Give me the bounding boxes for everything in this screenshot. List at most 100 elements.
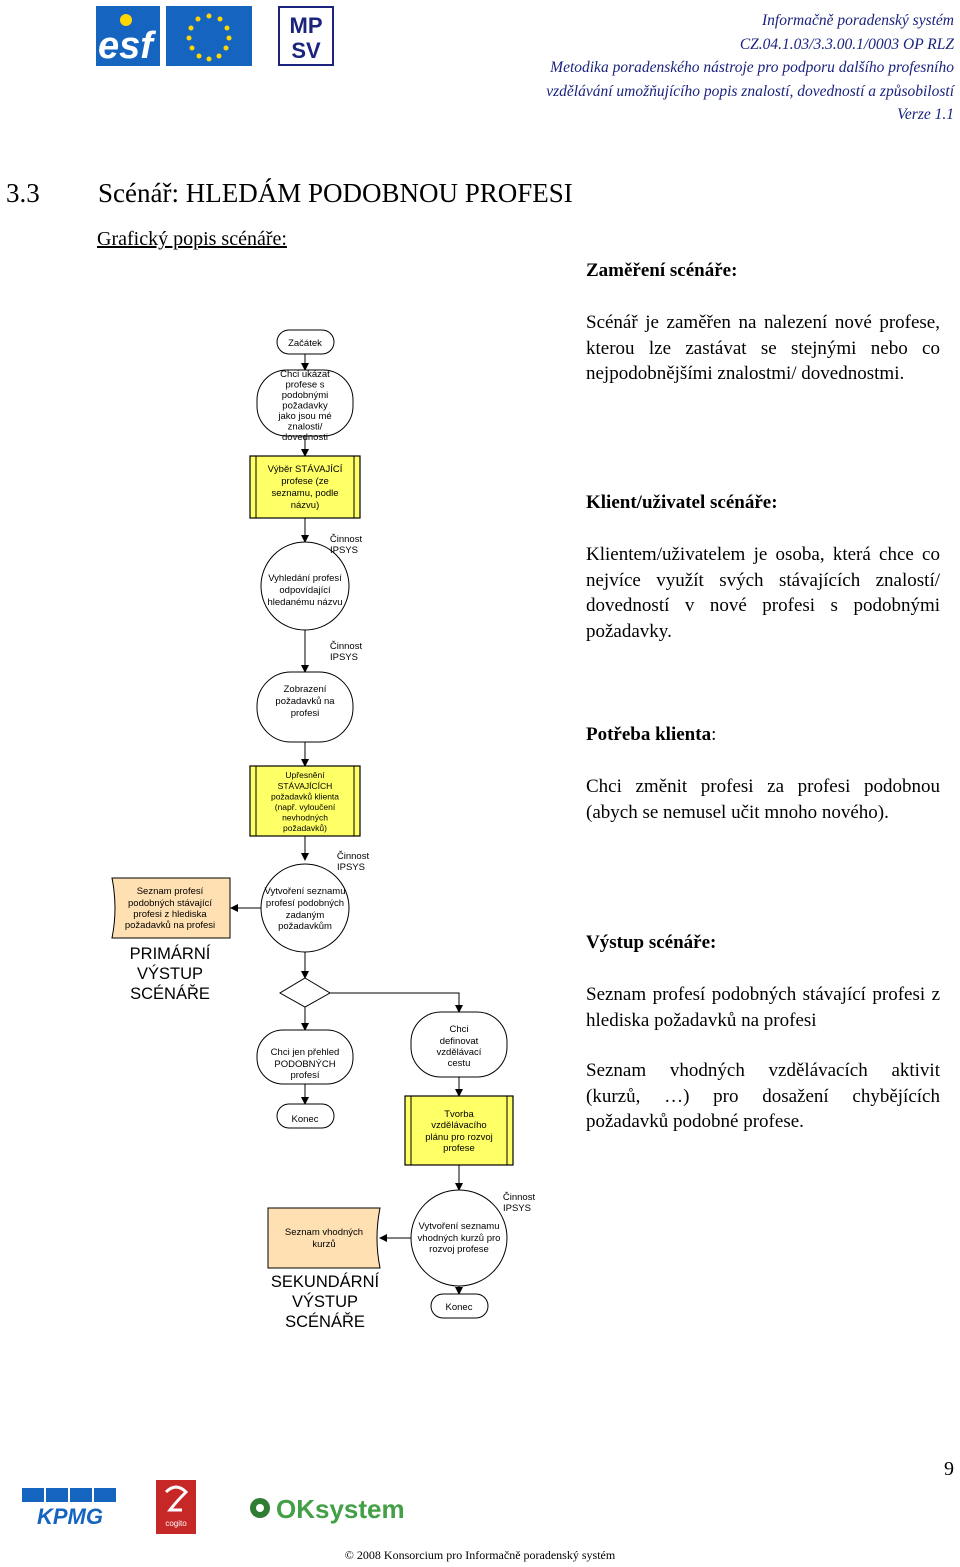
refine-line: požadavků klienta — [271, 792, 339, 802]
create-list-line: Vytvoření seznamu — [265, 886, 346, 897]
esf-logo: esf — [96, 6, 254, 67]
create-list-line: požadavkům — [278, 921, 332, 932]
primary-output-line: VÝSTUP — [136, 965, 204, 983]
plan-line: profese — [443, 1143, 475, 1154]
end-label-1: Konec — [292, 1114, 319, 1125]
need-text: Chci změnit profesi za profesi podobnou … — [586, 776, 940, 823]
header-line-4: vzdělávání umožňujícího popis znalostí, … — [546, 82, 954, 100]
need-title: Potřeba klienta — [586, 724, 712, 745]
display-line: Zobrazení — [284, 684, 327, 695]
list-doc-line: požadavků na profesi — [125, 920, 215, 931]
course-list-document — [267, 1207, 381, 1269]
primary-output-line: PRIMÁRNÍ — [129, 945, 211, 963]
refine-box — [249, 765, 361, 837]
refine-line: nevhodných — [282, 813, 328, 823]
select-line: názvu) — [291, 500, 320, 511]
footer-copyright: © 2008 Konsorcium pro Informačně poraden… — [344, 1548, 616, 1562]
header-line-2: CZ.04.1.03/3.3.00.1/0003 OP RLZ — [739, 35, 954, 53]
graphic-description-heading: Grafický popis scénáře: — [97, 228, 287, 250]
page-number: 9 — [944, 1458, 954, 1480]
header-block: Informačně poradenský systém CZ.04.1.03/… — [546, 9, 954, 127]
secondary-output-label: SEKUNDÁRNÍ VÝSTUP SCÉNÁŘE — [260, 1272, 390, 1332]
output-title: Výstup scénáře: — [586, 932, 717, 953]
activity-label-2: Činnost — [330, 641, 363, 652]
focus-text: Scénář je zaměřen na nalezení nové profe… — [586, 312, 940, 384]
select-line: seznamu, podle — [271, 488, 338, 499]
need-title-row: Potřeba klienta: — [586, 722, 940, 748]
overview-line: Chci jen přehled — [271, 1047, 340, 1058]
refine-line: požadavků) — [283, 823, 327, 833]
search-line: odpovídající — [279, 585, 331, 596]
secondary-output-line: SCÉNÁŘE — [285, 1313, 365, 1331]
oksystem-logo-text: OKsystem — [276, 1494, 405, 1524]
search-line: Vyhledání profesí — [268, 573, 342, 584]
kpmg-logo: KPMG — [22, 1488, 118, 1529]
define-path-line: Chci — [449, 1024, 468, 1035]
esf-logo-text: esf — [98, 25, 156, 66]
list-doc-line: podobných stávající — [128, 898, 212, 909]
create-list-line: zadaným — [286, 910, 325, 921]
course-list-circle — [410, 1189, 508, 1287]
activity-label-3: IPSYS — [337, 862, 365, 873]
want-show-line: požadavky — [282, 401, 328, 412]
create-list-line: profesí podobných — [266, 898, 344, 909]
cogito-logo-text: cogito — [165, 1519, 187, 1528]
refine-line: (např. vyloučení — [275, 802, 336, 812]
select-line: profese (ze — [281, 476, 329, 487]
want-show-line: Chci ukázat — [280, 369, 330, 380]
activity-label-1: Činnost — [330, 534, 363, 545]
course-list-line: Vytvoření seznamu — [419, 1221, 500, 1232]
plan-box — [404, 1095, 514, 1166]
primary-output-label: PRIMÁRNÍ VÝSTUP SCÉNÁŘE — [110, 944, 230, 1004]
list-doc-line: Seznam profesí — [137, 886, 204, 897]
overview-line: PODOBNÝCH — [274, 1059, 335, 1070]
overview-line: profesí — [290, 1070, 319, 1081]
display-line: požadavků na — [275, 696, 335, 707]
want-show-line: znalosti/ — [288, 422, 323, 433]
mpsv-logo: MP SV — [278, 6, 334, 66]
want-show-line: jako jsou mé — [277, 411, 331, 422]
course-doc-line: kurzů — [312, 1239, 335, 1250]
end-label-2: Konec — [446, 1302, 473, 1313]
secondary-output-line: SEKUNDÁRNÍ — [270, 1273, 380, 1291]
section-number: 3.3 — [6, 178, 40, 208]
activity-label-1: IPSYS — [330, 545, 358, 556]
course-list-line: vhodných kurzů pro — [418, 1233, 501, 1244]
plan-line: Tvorba — [444, 1109, 474, 1120]
search-circle — [260, 541, 350, 631]
course-doc-line: Seznam vhodných — [285, 1227, 363, 1238]
oksystem-logo: OKsystem — [248, 1490, 418, 1526]
plan-line: vzdělávacího — [431, 1120, 486, 1131]
overview-box — [256, 1029, 354, 1085]
end-terminator-1 — [276, 1103, 335, 1129]
mpsv-logo-bottom: SV — [291, 38, 321, 63]
activity-label-3: Činnost — [337, 851, 370, 862]
want-show-line: dovednosti — [282, 432, 328, 443]
need-colon: : — [711, 724, 717, 745]
header-line-3: Metodika poradenského nástroje pro podpo… — [550, 59, 954, 76]
profession-list-document — [111, 877, 231, 939]
refine-line: STÁVAJÍCÍCH — [278, 781, 333, 791]
create-list-circle — [260, 863, 350, 953]
secondary-output-line: VÝSTUP — [291, 1293, 359, 1311]
select-profession-box — [249, 455, 361, 519]
start-label: Začátek — [288, 338, 322, 349]
header-line-1: Informačně poradenský systém — [762, 12, 954, 29]
select-line: Výběr STÁVAJÍCÍ — [268, 464, 343, 475]
cogito-logo: cogito — [156, 1480, 196, 1534]
end-terminator-2 — [430, 1293, 489, 1319]
want-show-line: podobnými — [282, 390, 328, 401]
mpsv-logo-top: MP — [290, 13, 323, 38]
client-title: Klient/uživatel scénáře: — [586, 492, 778, 513]
activity-label-4: IPSYS — [503, 1203, 531, 1214]
plan-line: plánu pro rozvoj — [425, 1132, 493, 1143]
want-show-box — [256, 369, 354, 437]
start-terminator — [276, 329, 335, 355]
primary-output-line: SCÉNÁŘE — [130, 985, 210, 1003]
output-text-2: Seznam vhodných vzdělávacích aktivit (ku… — [586, 1060, 940, 1132]
decision-diamond — [279, 977, 331, 1008]
activity-label-4: Činnost — [503, 1192, 536, 1203]
list-doc-line: profesi z hlediska — [133, 909, 207, 920]
